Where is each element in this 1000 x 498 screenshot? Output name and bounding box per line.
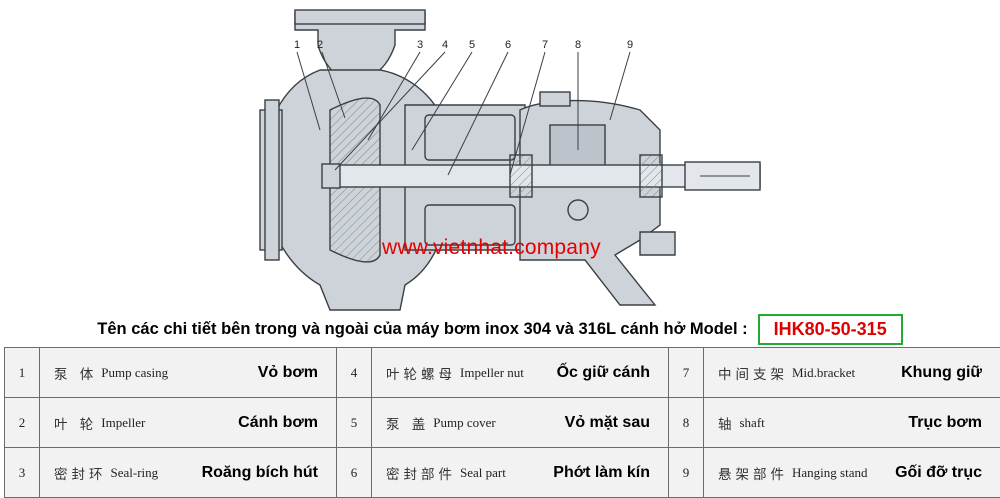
parts-table: 1 泵 体 Pump casing Vỏ bơm 4 叶轮螺母 Impeller… <box>4 347 1000 498</box>
part-name-en: Pump cover <box>433 414 496 430</box>
part-name-en: Seal part <box>460 464 506 480</box>
part-name-vi: Khung giữ <box>901 363 982 381</box>
table-row: 3 密封环 Seal-ring Roăng bích hút 6 密封部件 Se… <box>4 447 1000 498</box>
front-bearing <box>509 154 533 198</box>
part-name-vi: Vỏ mặt sau <box>564 413 650 431</box>
part-number: 8 <box>668 397 704 448</box>
part-name-cn: 密封环 <box>54 466 107 483</box>
callout-1: 1 <box>294 39 300 51</box>
caption-row: Tên các chi tiết bên trong và ngoài của … <box>0 312 1000 346</box>
part-number: 9 <box>668 447 704 498</box>
discharge-flange <box>294 9 426 25</box>
part-name-vi: Vỏ bơm <box>257 363 318 381</box>
part-number: 5 <box>336 397 372 448</box>
part-name-cn: 悬架部件 <box>718 466 788 483</box>
callout-8: 8 <box>575 39 581 51</box>
part-number: 1 <box>4 347 40 398</box>
part-cell: 中间支架 Mid.bracket Khung giữ <box>703 347 1000 398</box>
part-name-en: Impeller <box>101 414 146 430</box>
callout-7: 7 <box>542 39 548 51</box>
part-name-cn: 中间支架 <box>718 366 788 383</box>
part-number: 2 <box>4 397 40 448</box>
model-badge: IHK80-50-315 <box>757 313 903 345</box>
part-cell: 泵 盖 Pump cover Vỏ mặt sau <box>371 397 669 448</box>
part-name-en: Impeller nut <box>460 364 524 380</box>
part-name-vi: Cánh bơm <box>238 413 318 431</box>
part-number: 3 <box>4 447 40 498</box>
part-name-en: shaft <box>739 414 765 430</box>
table-row: 2 叶 轮 Impeller Cánh bơm 5 泵 盖 Pump cover… <box>4 397 1000 448</box>
callout-5: 5 <box>469 39 475 51</box>
part-number: 4 <box>336 347 372 398</box>
part-name-cn: 轴 <box>718 416 736 433</box>
part-cell: 密封环 Seal-ring Roăng bích hút <box>39 447 337 498</box>
caption-text: Tên các chi tiết bên trong và ngoài của … <box>97 319 748 338</box>
part-name-vi: Ốc giữ cánh <box>556 363 650 381</box>
part-name-vi: Trục bơm <box>908 413 982 431</box>
callout-4: 4 <box>442 39 448 51</box>
rear-bearing <box>639 154 663 198</box>
part-cell: 密封部件 Seal part Phớt làm kín <box>371 447 669 498</box>
part-number: 7 <box>668 347 704 398</box>
support-foot <box>639 231 676 256</box>
part-cell: 叶 轮 Impeller Cánh bơm <box>39 397 337 448</box>
seal-chamber-lower <box>424 204 516 246</box>
part-name-en: Seal-ring <box>110 464 159 480</box>
suction-flange-lip <box>264 99 280 261</box>
part-name-en: Hanging stand <box>792 464 868 480</box>
part-number: 6 <box>336 447 372 498</box>
part-name-cn: 泵 盖 <box>386 416 430 433</box>
part-name-cn: 叶 轮 <box>54 416 98 433</box>
part-name-en: Mid.bracket <box>792 364 856 380</box>
part-cell: 轴 shaft Trục bơm <box>703 397 1000 448</box>
callout-2: 2 <box>317 39 323 51</box>
table-row: 1 泵 体 Pump casing Vỏ bơm 4 叶轮螺母 Impeller… <box>4 347 1000 398</box>
part-cell: 叶轮螺母 Impeller nut Ốc giữ cánh <box>371 347 669 398</box>
pump-cross-section-drawing: 1 2 3 4 5 6 7 8 9 <box>259 9 761 311</box>
part-name-en: Pump casing <box>101 364 169 380</box>
callout-3: 3 <box>417 39 423 51</box>
oil-cap <box>539 91 571 107</box>
part-name-vi: Phớt làm kín <box>553 463 650 481</box>
callout-6: 6 <box>505 39 511 51</box>
part-name-vi: Roăng bích hút <box>201 463 318 481</box>
seal-chamber <box>424 114 516 161</box>
part-name-vi: Gối đỡ trục <box>895 463 982 481</box>
part-name-cn: 密封部件 <box>386 466 456 483</box>
callout-9: 9 <box>627 39 633 51</box>
part-name-cn: 叶轮螺母 <box>386 366 456 383</box>
part-cell: 泵 体 Pump casing Vỏ bơm <box>39 347 337 398</box>
website-watermark: www.vietnhat.company <box>382 236 601 259</box>
part-name-cn: 泵 体 <box>54 366 98 383</box>
drain-plug <box>567 199 589 221</box>
part-cell: 悬架部件 Hanging stand Gối đỡ trục <box>703 447 1000 498</box>
